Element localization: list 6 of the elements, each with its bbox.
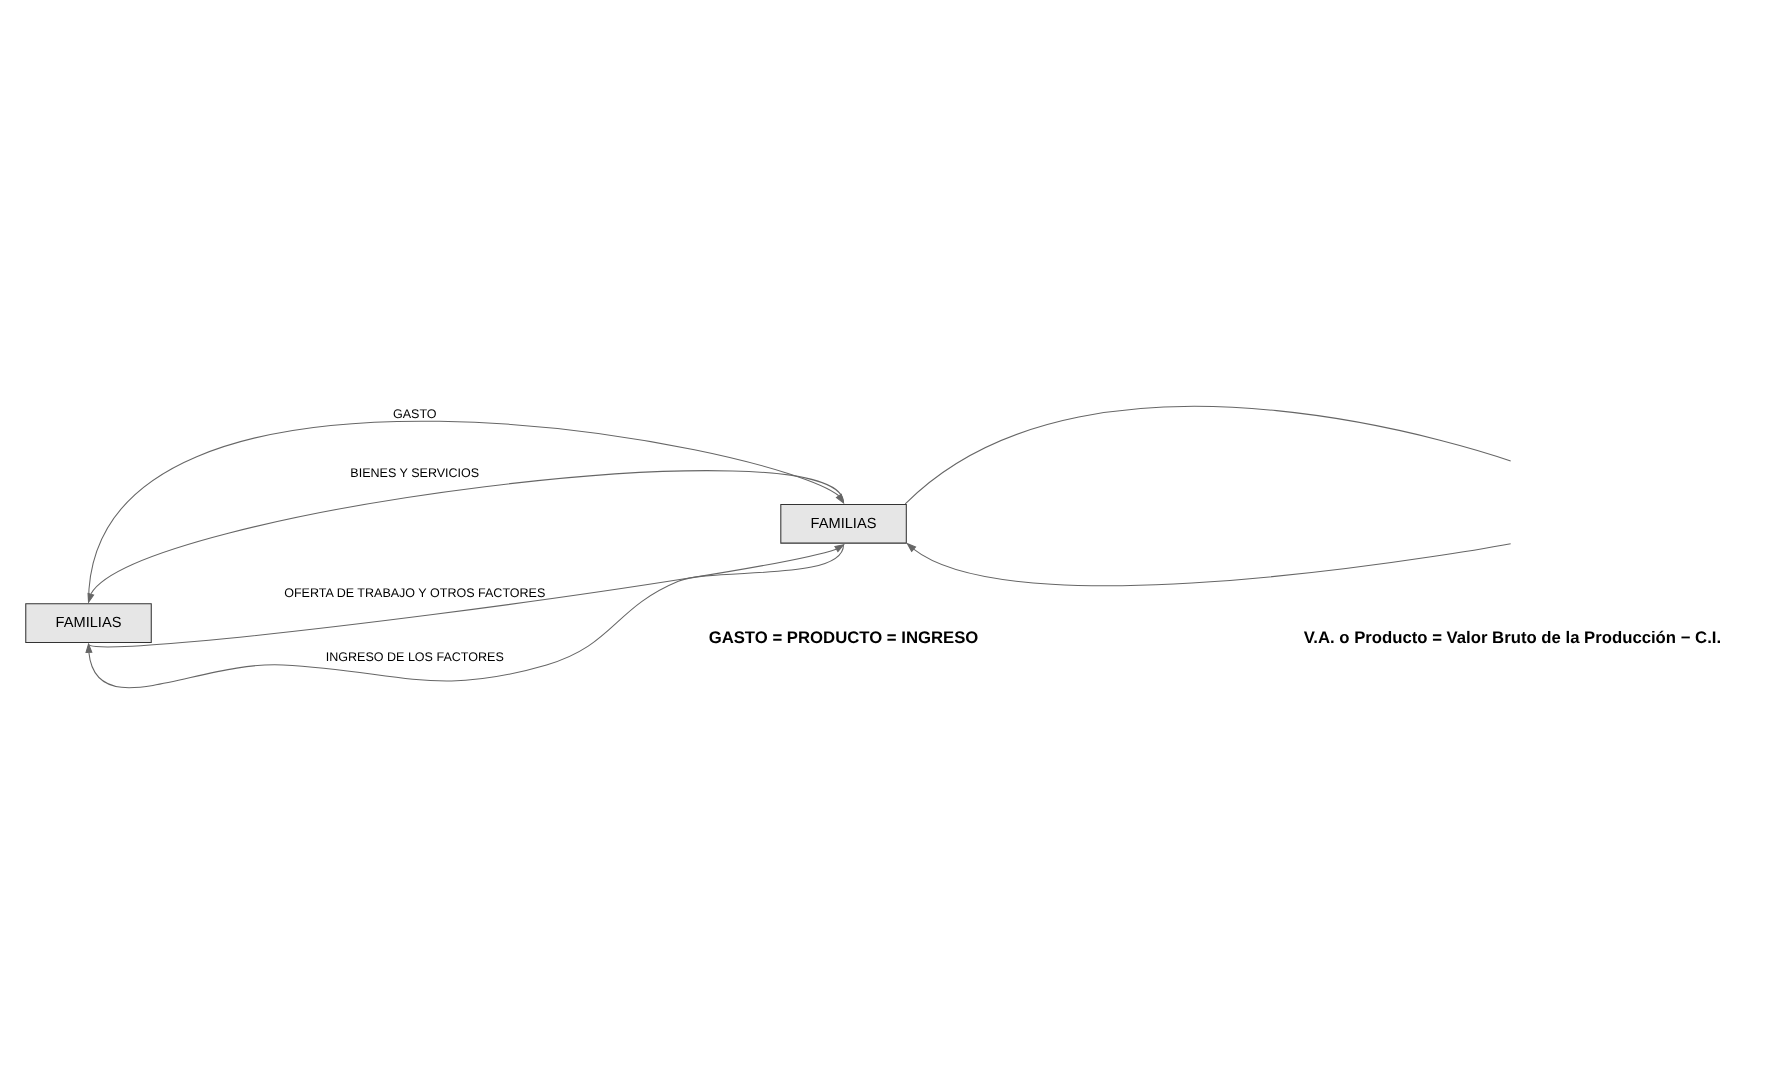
arrow <box>88 542 845 647</box>
connector <box>904 405 1512 504</box>
arrow <box>85 543 845 687</box>
label: V.A. o Producto = Valor Bruto de la Producción − C.I. <box>1303 625 1722 646</box>
arrow <box>906 541 1512 586</box>
label: GASTO = PRODUCTO = INGRESO <box>708 625 979 646</box>
